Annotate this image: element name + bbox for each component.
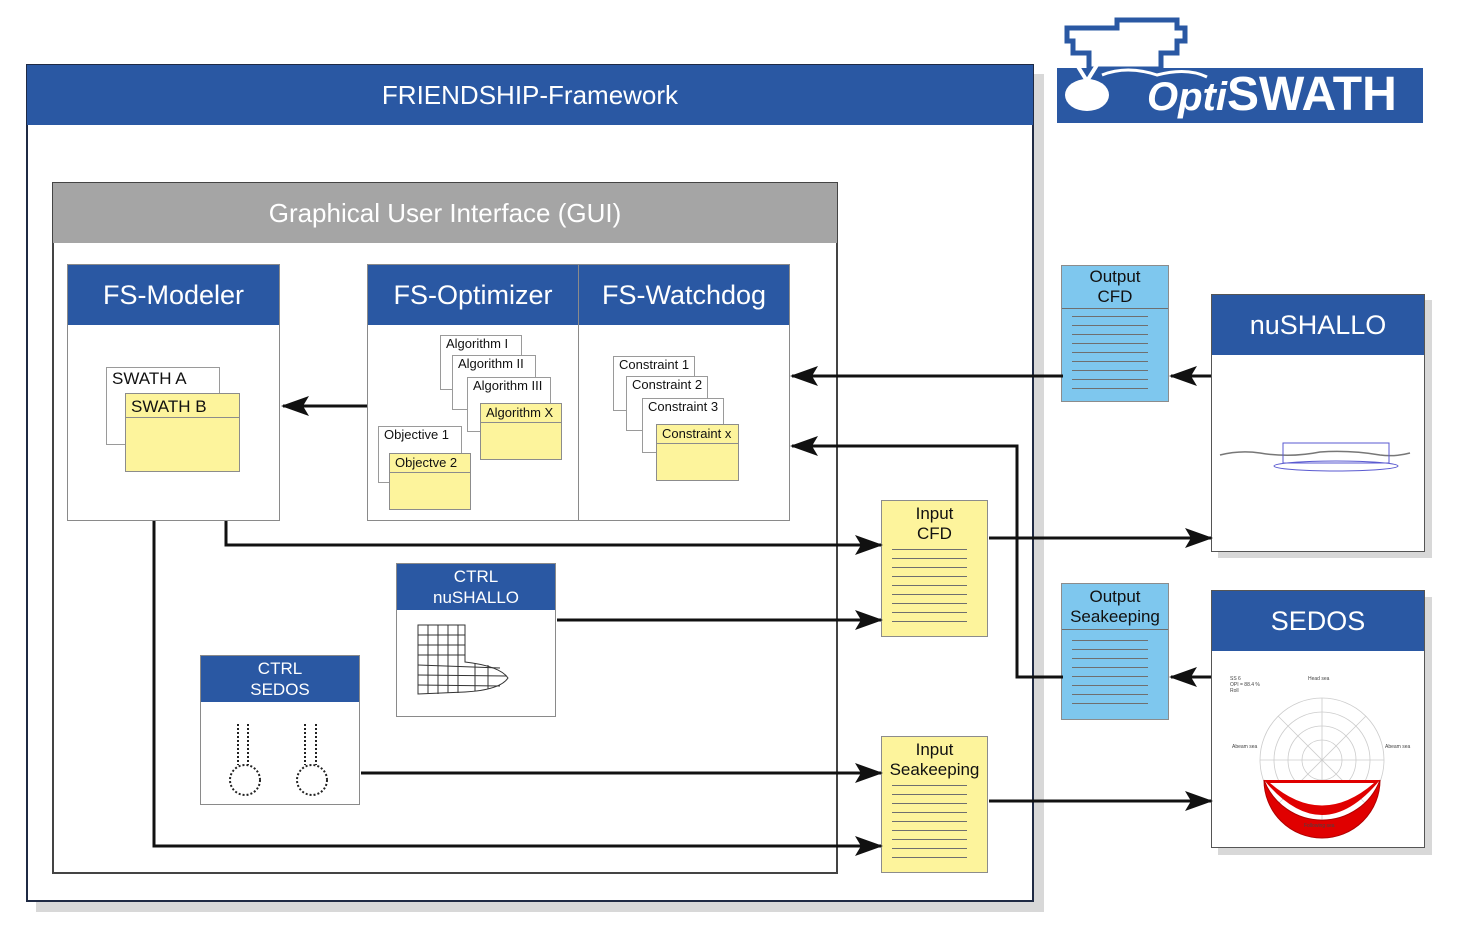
abeam-sea-left-label: Abeam sea — [1232, 744, 1258, 750]
optiswath-logo: OptiSWATH — [1057, 15, 1423, 123]
gui-title: Graphical User Interface (GUI) — [53, 183, 837, 243]
input-label: Input — [915, 740, 954, 759]
ctrl-label: CTRL — [257, 659, 303, 678]
objective-card: Objectve 2 — [389, 453, 471, 510]
input-cfd-note: Input CFD — [881, 500, 988, 637]
swath-b-label: SWATH B — [126, 394, 239, 418]
sedos-info: SS 6 — [1230, 676, 1241, 682]
algorithm-label: Algorithm III — [473, 378, 543, 393]
input-label: Input — [915, 504, 954, 523]
output-label: Output — [1089, 267, 1141, 286]
constraint-label: Constraint 2 — [632, 377, 703, 392]
objective-label: Objectve 2 — [390, 454, 470, 473]
fs-modeler-title: FS-Modeler — [68, 265, 279, 325]
swath-a-label: SWATH A — [112, 369, 187, 388]
swath-b-card: SWATH B — [125, 393, 240, 472]
ship-icon — [1064, 17, 1208, 111]
input-target-label: CFD — [917, 524, 952, 543]
ctrl-target-label: SEDOS — [250, 680, 310, 699]
algorithm-label: Algorithm X — [481, 404, 561, 423]
ctrl-label: CTRL — [453, 567, 499, 586]
output-label: Output — [1089, 587, 1141, 606]
input-seakeeping-note: Input Seakeeping — [881, 736, 988, 873]
algorithm-label: Algorithm I — [446, 336, 509, 351]
ctrl-target-label: nuSHALLO — [433, 588, 519, 607]
head-sea-label: Head sea — [1308, 676, 1330, 682]
framework-title: FRIENDSHIP-Framework — [27, 65, 1033, 125]
sedos-info: Roll — [1230, 688, 1239, 694]
constraint-label: Constraint x — [657, 425, 738, 444]
fs-optimizer-title: FS-Optimizer — [368, 265, 578, 325]
logo-suffix: SWATH — [1226, 68, 1397, 121]
abeam-sea-right-label: Abeam sea — [1385, 744, 1411, 750]
algorithm-card: Algorithm X — [480, 403, 562, 460]
sedos-title: SEDOS — [1212, 591, 1424, 651]
logo-prefix: Opti — [1147, 75, 1227, 119]
fs-watchdog-title: FS-Watchdog — [579, 265, 789, 325]
algorithm-label: Algorithm II — [458, 356, 524, 371]
output-target-label: CFD — [1062, 287, 1168, 309]
ctrl-sedos-title: CTRL SEDOS — [201, 656, 359, 702]
output-cfd-note: Output CFD — [1061, 265, 1169, 402]
output-seakeeping-note: Output Seakeeping — [1061, 583, 1169, 720]
following-sea-label: Following sea — [1304, 823, 1335, 829]
nushallo-title: nuSHALLO — [1212, 295, 1424, 355]
constraint-card: Constraint x — [656, 424, 739, 481]
sedos-info: OPI = 88.4 % — [1230, 682, 1260, 688]
input-target-label: Seakeeping — [889, 760, 980, 779]
constraint-label: Constraint 1 — [619, 357, 690, 372]
ctrl-nushallo-title: CTRL nuSHALLO — [397, 564, 555, 610]
objective-label: Objective 1 — [384, 427, 450, 442]
output-target-label: Seakeeping — [1062, 607, 1168, 630]
constraint-label: Constraint 3 — [648, 399, 719, 414]
